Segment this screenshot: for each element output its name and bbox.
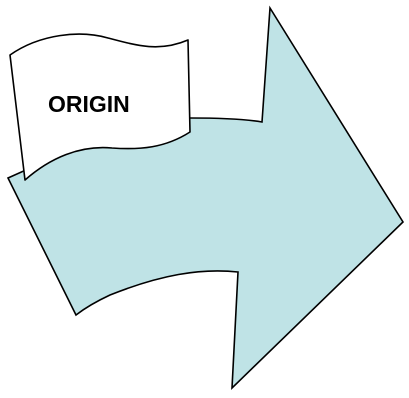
origin-flag-label: ORIGIN [48, 91, 130, 117]
